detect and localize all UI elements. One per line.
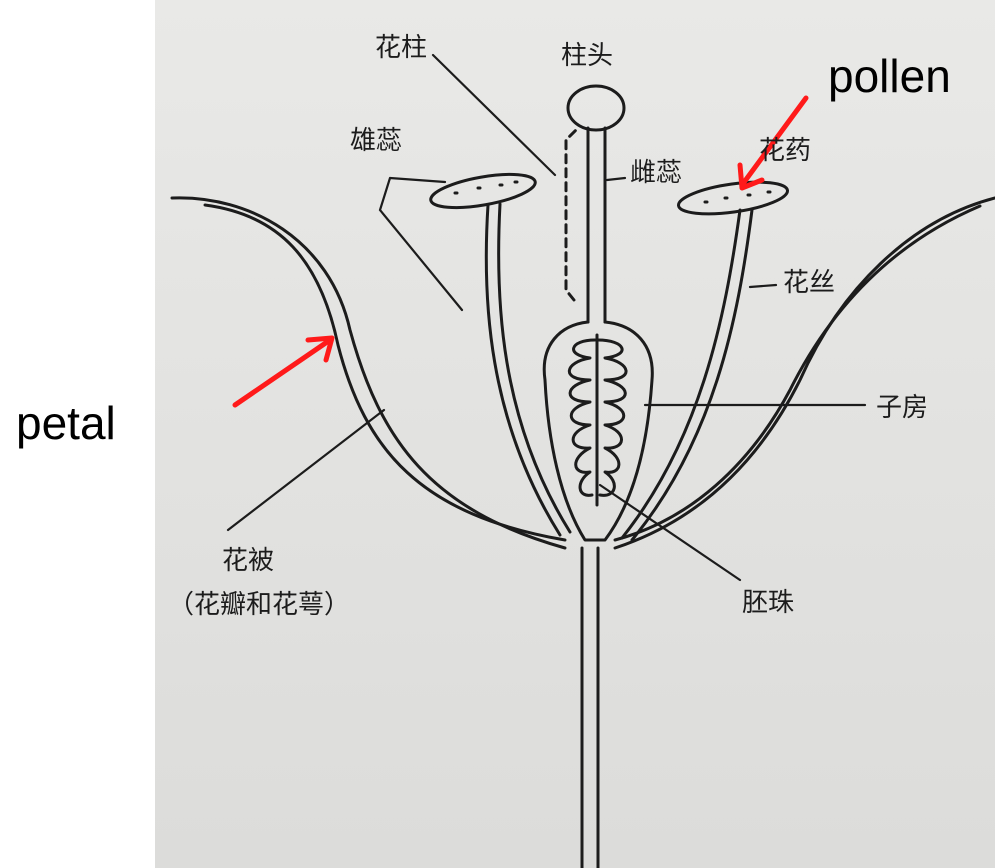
petal-arrow-shaft (235, 340, 330, 405)
label-ovule: 胚珠 (742, 590, 794, 616)
label-perianth: 花被 (222, 548, 274, 574)
right-anther (677, 176, 790, 219)
label-stigma: 柱头 (561, 43, 613, 69)
left-petal-outer (172, 198, 565, 548)
right-filament-b (632, 210, 752, 540)
leader-stamen (380, 178, 462, 310)
petal-annotation: petal (16, 400, 116, 446)
label-pistil: 雌蕊 (630, 160, 682, 186)
label-style: 花柱 (375, 35, 427, 61)
pistil-bracket (566, 128, 578, 300)
left-petal-inner (205, 205, 565, 540)
right-petal-inner (615, 206, 980, 540)
stigma-shape (568, 86, 624, 130)
pollen-annotation: pollen (828, 53, 951, 99)
right-filament-a (622, 210, 740, 538)
label-anther: 花药 (759, 138, 811, 164)
ovary-chambers-left (569, 340, 595, 495)
ovary-chambers-right (598, 340, 626, 495)
label-stamen: 雄蕊 (350, 128, 402, 154)
right-petal-outer (615, 198, 995, 548)
leader-style (433, 55, 555, 175)
leader-perianth (228, 410, 384, 530)
leader-pistil (607, 178, 625, 180)
leader-filament (750, 285, 776, 287)
label-perianth-note: （花瓣和花萼） (168, 592, 350, 618)
label-ovary: 子房 (876, 395, 928, 421)
left-anther (428, 168, 537, 214)
leader-ovule (600, 485, 740, 580)
label-filament: 花丝 (783, 270, 835, 296)
